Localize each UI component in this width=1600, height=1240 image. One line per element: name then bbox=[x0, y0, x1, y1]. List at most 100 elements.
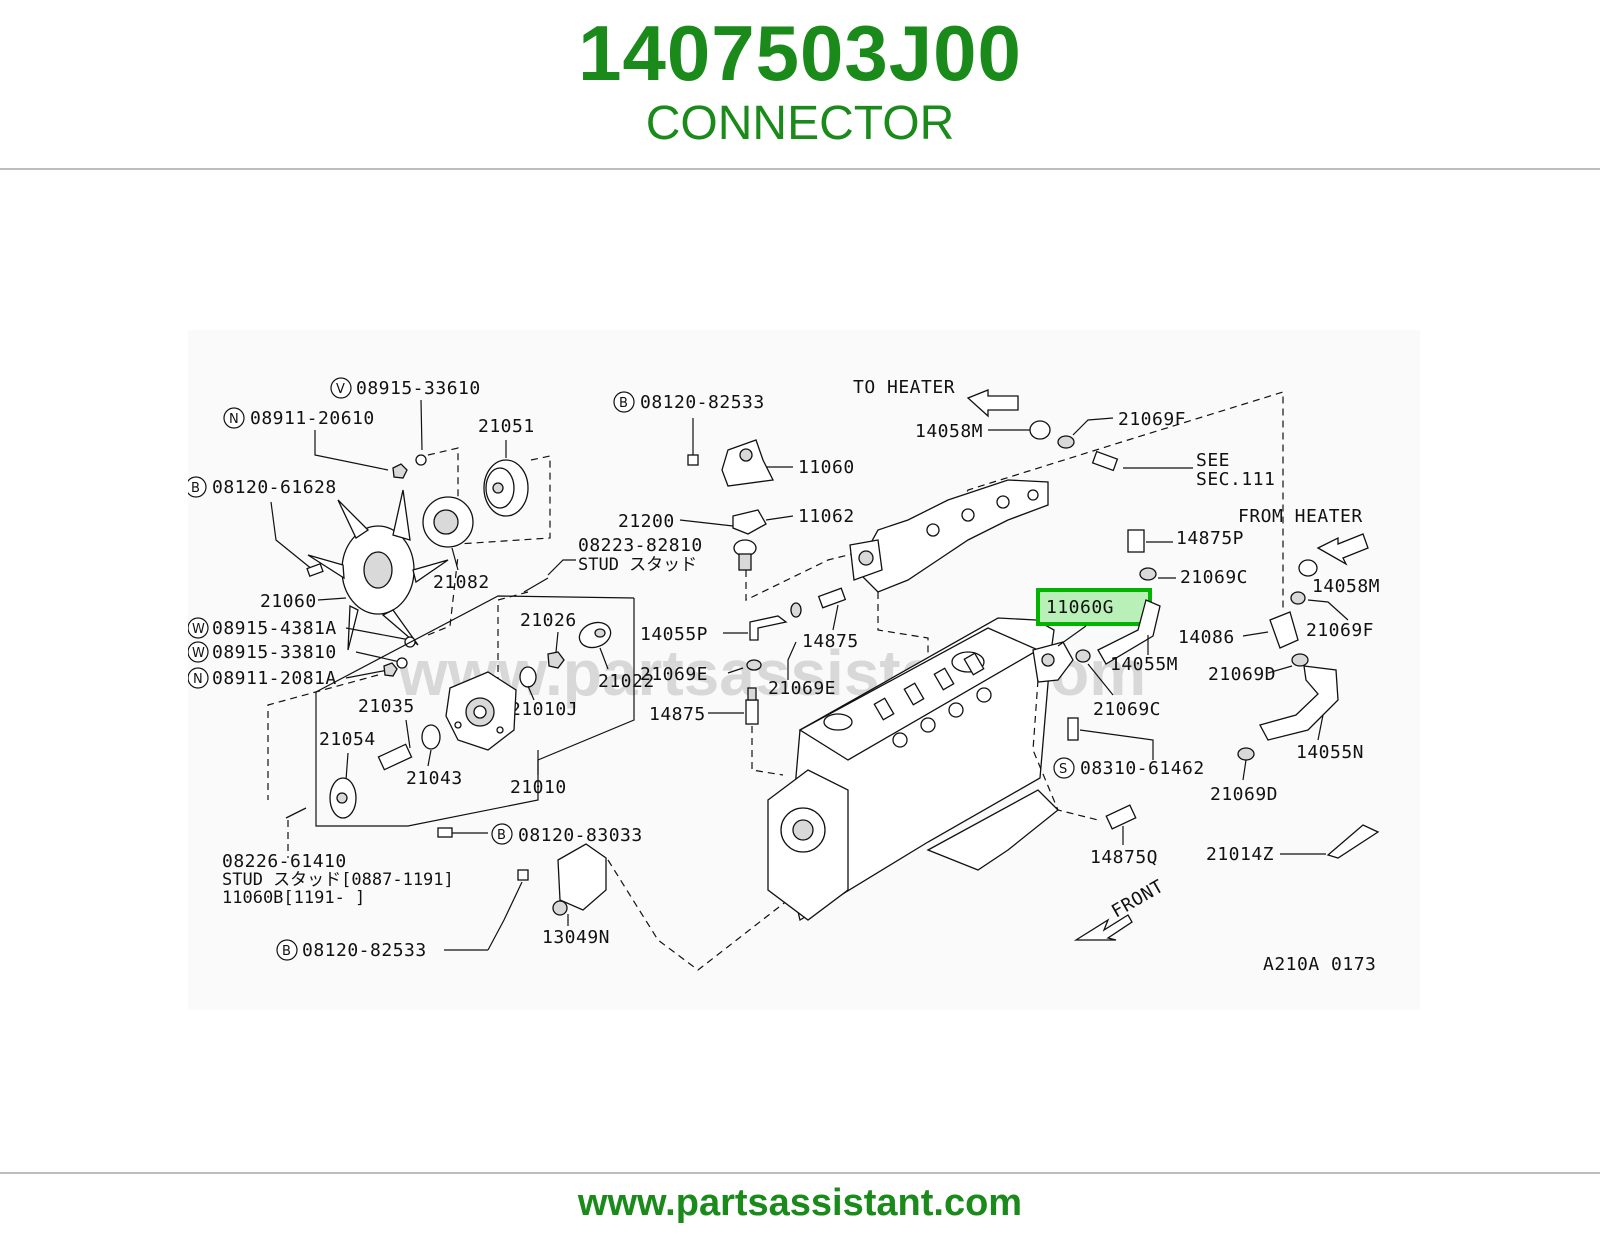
label-21043[interactable]: 21043 bbox=[406, 768, 463, 789]
leader-line bbox=[487, 881, 523, 951]
label-08120-83033[interactable]: 08120-83033 bbox=[518, 825, 643, 846]
hub-center bbox=[336, 792, 348, 804]
pump-group-bracket bbox=[315, 595, 635, 827]
label-08120-82533-upper[interactable]: 08120-82533 bbox=[640, 392, 765, 413]
label-21051[interactable]: 21051 bbox=[478, 416, 535, 437]
part-name-subtitle: CONNECTOR bbox=[645, 97, 955, 150]
dashed-guide bbox=[607, 859, 789, 971]
prefix-n-letter: N bbox=[193, 672, 203, 687]
dashed-guide bbox=[497, 591, 529, 680]
prefix-circle-s bbox=[1053, 757, 1075, 779]
label-14055M[interactable]: 14055M bbox=[1110, 654, 1178, 675]
nut-part bbox=[383, 662, 398, 677]
label-21069F-upper[interactable]: 21069F bbox=[1118, 409, 1186, 430]
stud-note-2: STUD スタッド[0887-1191] bbox=[222, 870, 454, 890]
leader-line bbox=[317, 597, 347, 601]
leader-line bbox=[727, 667, 744, 674]
leader-line bbox=[547, 559, 576, 576]
label-21069C-upper[interactable]: 21069C bbox=[1180, 567, 1248, 588]
from-heater-label: FROM HEATER bbox=[1238, 506, 1363, 527]
label-21014Z[interactable]: 21014Z bbox=[1206, 844, 1274, 865]
sensor-part bbox=[817, 587, 847, 609]
leader-line bbox=[405, 719, 411, 749]
clamp-part bbox=[1237, 747, 1255, 761]
label-14875P[interactable]: 14875P bbox=[1176, 528, 1244, 549]
parts-diagram-svg: www.partsassistant.com V 08915-33610 N 0… bbox=[188, 377, 1380, 975]
label-11060[interactable]: 11060 bbox=[798, 457, 855, 478]
hose-14055N-part bbox=[1259, 665, 1339, 741]
water-pump-part bbox=[445, 671, 517, 751]
label-08911-2081A[interactable]: 08911-2081A bbox=[212, 668, 337, 689]
label-21069E-right[interactable]: 21069E bbox=[768, 678, 836, 699]
leader-line bbox=[345, 627, 411, 641]
leader-line bbox=[765, 515, 794, 521]
bolt-part bbox=[687, 454, 699, 466]
dashed-guide bbox=[267, 674, 379, 800]
label-21054[interactable]: 21054 bbox=[319, 729, 376, 750]
label-08915-4381A[interactable]: 08915-4381A bbox=[212, 618, 337, 639]
front-label: FRONT bbox=[1108, 876, 1168, 923]
bearing-part bbox=[377, 743, 413, 771]
clamp-part bbox=[746, 659, 762, 671]
label-14055P[interactable]: 14055P bbox=[640, 624, 708, 645]
label-21069D-upper[interactable]: 21069D bbox=[1208, 664, 1276, 685]
prefix-b-letter: B bbox=[282, 944, 291, 959]
footer-url-link[interactable]: www.partsassistant.com bbox=[577, 1182, 1023, 1224]
leader-line bbox=[555, 631, 559, 653]
water-outlet-part bbox=[557, 843, 607, 911]
label-21060[interactable]: 21060 bbox=[260, 591, 317, 612]
label-21022[interactable]: 21022 bbox=[598, 671, 655, 692]
label-14875-lower[interactable]: 14875 bbox=[649, 704, 706, 725]
label-14058M-upper[interactable]: 14058M bbox=[915, 421, 983, 442]
label-21200[interactable]: 21200 bbox=[618, 511, 675, 532]
part-number-title: 1407503J00 bbox=[578, 9, 1022, 97]
label-21026[interactable]: 21026 bbox=[520, 610, 577, 631]
label-21082[interactable]: 21082 bbox=[433, 572, 490, 593]
parts-diagram: www.partsassistant.com V 08915-33610 N 0… bbox=[188, 330, 1420, 1010]
bolt-part bbox=[517, 869, 529, 881]
prefix-n-letter: N bbox=[229, 412, 239, 427]
label-08310-61462[interactable]: 08310-61462 bbox=[1080, 758, 1205, 779]
front-arrow bbox=[1073, 914, 1133, 941]
label-08915-33810[interactable]: 08915-33810 bbox=[212, 642, 337, 663]
thermostat-housing-part bbox=[721, 439, 774, 487]
diagram-code: A210A 0173 bbox=[1263, 954, 1376, 975]
label-14875-upper[interactable]: 14875 bbox=[802, 631, 859, 652]
label-08223-82810[interactable]: 08223-82810 bbox=[578, 535, 703, 556]
label-21069C-lower[interactable]: 21069C bbox=[1093, 699, 1161, 720]
label-21069F-lower[interactable]: 21069F bbox=[1306, 620, 1374, 641]
prefix-b-letter: B bbox=[619, 396, 628, 411]
label-14086[interactable]: 14086 bbox=[1178, 627, 1235, 648]
leader-line bbox=[832, 604, 839, 631]
dashed-guide bbox=[427, 447, 459, 544]
label-21010J[interactable]: 21010J bbox=[510, 699, 578, 720]
leader-line bbox=[1072, 417, 1114, 436]
label-21069D-lower[interactable]: 21069D bbox=[1210, 784, 1278, 805]
sensor-part bbox=[1105, 804, 1137, 830]
bolt-part bbox=[437, 827, 453, 838]
label-08226-61410[interactable]: 08226-61410 bbox=[222, 851, 347, 872]
hose-cap-part bbox=[1298, 559, 1318, 577]
label-11062[interactable]: 11062 bbox=[798, 506, 855, 527]
dashed-guide bbox=[1032, 679, 1099, 821]
label-13049N[interactable]: 13049N bbox=[542, 927, 610, 948]
leader-line bbox=[420, 399, 423, 451]
label-21010[interactable]: 21010 bbox=[510, 777, 567, 798]
label-14055N[interactable]: 14055N bbox=[1296, 742, 1364, 763]
prefix-circle-b bbox=[276, 939, 298, 961]
label-21069E-left[interactable]: 21069E bbox=[640, 664, 708, 685]
label-08915-33610[interactable]: 08915-33610 bbox=[356, 378, 481, 399]
hose-part bbox=[749, 615, 788, 641]
label-21035[interactable]: 21035 bbox=[358, 696, 415, 717]
leader-line bbox=[345, 752, 349, 781]
seal-part bbox=[421, 724, 441, 750]
label-14875Q[interactable]: 14875Q bbox=[1090, 847, 1158, 868]
sensor-part bbox=[1127, 529, 1145, 553]
leader-line bbox=[787, 641, 797, 680]
label-08120-61628[interactable]: 08120-61628 bbox=[212, 477, 337, 498]
label-08911-20610[interactable]: 08911-20610 bbox=[250, 408, 375, 429]
leader-line bbox=[599, 647, 609, 670]
label-11060G[interactable]: 11060G bbox=[1046, 597, 1114, 618]
label-14058M-lower[interactable]: 14058M bbox=[1312, 576, 1380, 597]
label-08120-82533-lower[interactable]: 08120-82533 bbox=[302, 940, 427, 961]
